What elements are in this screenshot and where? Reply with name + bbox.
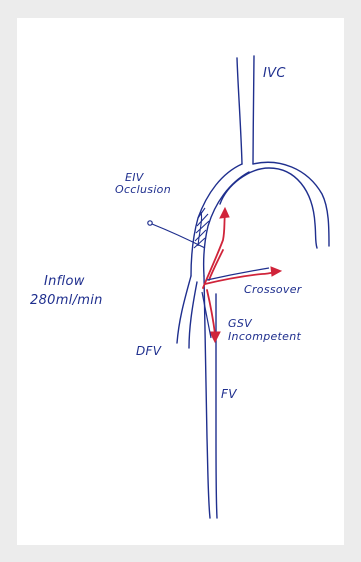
fv-label: FV: [221, 388, 237, 400]
occlusion-pointer-dot: [148, 221, 152, 225]
ivc-left-wall: [237, 58, 242, 164]
inflow-rate-label: 280ml/min: [30, 294, 103, 307]
arrowhead-crossover: [271, 267, 281, 276]
right-iliac-inner-wall: [220, 168, 317, 248]
crossover-label: Crossover: [244, 284, 302, 295]
gsv-incompetent-label: Incompetent: [228, 331, 301, 342]
fv-left-wall: [204, 276, 210, 518]
left-iliac-outer-wall: [191, 164, 242, 276]
arrowhead-down: [210, 332, 220, 342]
fv-right-wall: [216, 294, 217, 518]
inflow-label: Inflow: [44, 275, 85, 288]
collateral-flow-inner: [209, 250, 223, 280]
arrowhead-up: [220, 208, 229, 218]
dfv-label: DFV: [136, 345, 161, 357]
dfv-left-wall: [177, 276, 191, 343]
occlusion-label: Occlusion: [115, 184, 171, 195]
ivc-right-wall: [253, 56, 254, 164]
gsv-label: GSV: [228, 318, 252, 329]
gsv-flow-down: [207, 290, 215, 334]
left-iliac-inner-wall: [204, 172, 249, 276]
occlusion-pointer-line: [152, 224, 205, 248]
dfv-right-wall: [189, 282, 197, 348]
ivc-label: IVC: [263, 67, 286, 80]
eiv-label: EIV: [125, 172, 144, 183]
